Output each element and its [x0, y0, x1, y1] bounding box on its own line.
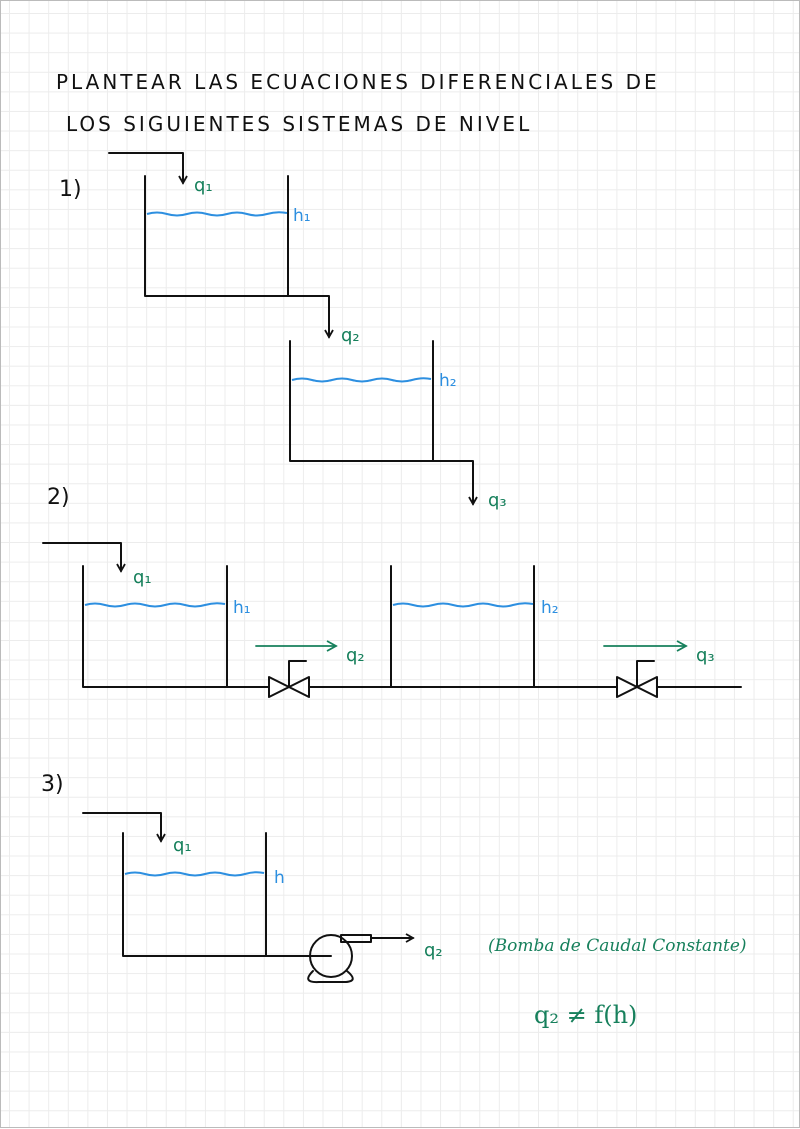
tank-1 — [144, 175, 334, 339]
inlet-pipe-q1 — [42, 542, 126, 573]
label-h: h — [274, 868, 285, 888]
label-q1: q₁ — [173, 835, 192, 856]
water-level-h2 — [291, 377, 432, 383]
label-q2: q₂ — [424, 940, 443, 961]
title-line-2: LOS SIGUIENTES SISTEMAS DE NIVEL — [66, 112, 532, 136]
label-h2: h₂ — [439, 371, 457, 391]
pump-icon — [307, 934, 372, 984]
label-q3: q₃ — [696, 645, 715, 666]
water-level-h1 — [146, 211, 288, 217]
water-level-h1 — [84, 602, 226, 608]
label-h1: h₁ — [233, 598, 251, 618]
label-h2: h₂ — [541, 598, 559, 618]
system-2-number: 2) — [47, 485, 70, 510]
water-level-h — [124, 871, 265, 877]
valve-icon — [268, 660, 310, 698]
pump-note: (Bomba de Caudal Constante) — [488, 936, 747, 956]
label-q2: q₂ — [346, 645, 365, 666]
water-level-h2 — [392, 602, 534, 608]
label-q1: q₁ — [194, 175, 213, 196]
tank-2-outlet — [390, 565, 618, 688]
inlet-pipe-q1 — [108, 152, 188, 185]
tank-2 — [289, 340, 478, 506]
system-3-number: 3) — [41, 772, 64, 797]
system-1-number: 1) — [59, 177, 82, 202]
tank — [122, 832, 332, 957]
inlet-pipe-q1 — [82, 812, 166, 843]
title-line-1: PLANTEAR LAS ECUACIONES DIFERENCIALES DE — [56, 70, 660, 94]
label-q1: q₁ — [133, 567, 152, 588]
tank-1 — [82, 565, 270, 688]
system-1: 1) q₁ h₁ q₂ h₂ q₃ — [59, 152, 507, 511]
label-q3: q₃ — [488, 490, 507, 511]
system-2: 2) q₁ h₁ q₂ h₂ q₃ — [42, 485, 742, 698]
tank-2 — [308, 565, 392, 688]
pump-equation: q₂ ≠ f(h) — [534, 1001, 637, 1029]
valve-icon — [616, 660, 742, 698]
label-q2: q₂ — [341, 325, 360, 346]
label-h1: h₁ — [293, 206, 311, 226]
system-3: 3) q₁ h q₂ (Bomba de Caudal Constante) q… — [41, 772, 747, 1029]
